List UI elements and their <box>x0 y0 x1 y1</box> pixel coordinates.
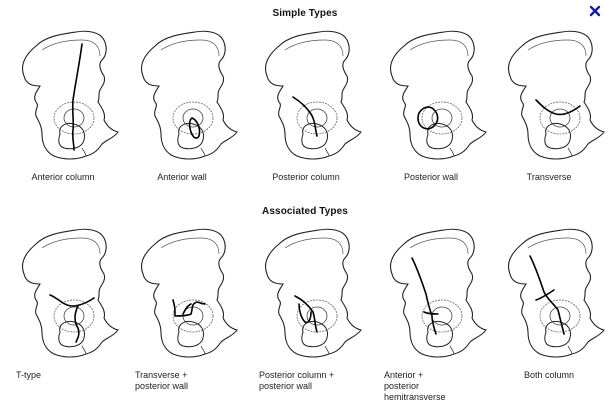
pelvis-outline <box>391 31 487 159</box>
figure-caption: Anterior wall <box>157 172 207 182</box>
figure-caption: Posterior column <box>272 172 340 182</box>
figure-anterior-wall: Anterior wall <box>121 20 243 210</box>
figure-caption: T-type <box>16 370 42 380</box>
pelvis-diagram-anterior-posterior-hemitransverse <box>370 218 492 368</box>
fracture-line <box>49 294 95 343</box>
figure-caption: Posterior wall <box>403 172 459 182</box>
pelvis-diagram-anterior-column <box>2 20 124 170</box>
figure-posterior-wall: Posterior wall <box>370 20 492 210</box>
fracture-line <box>535 99 581 116</box>
pelvis-diagram-posterior-column-posterior-wall <box>245 218 367 368</box>
fracture-line <box>71 43 83 151</box>
pelvis-outline <box>509 229 605 357</box>
figure-transverse-posterior-wall: Transverse + posterior wall <box>121 218 243 408</box>
fracture-line <box>411 257 439 335</box>
section-title-simple-types: Simple Types <box>272 8 338 19</box>
figure-posterior-column-posterior-wall: Posterior column + posterior wall <box>245 218 367 408</box>
fracture-line <box>188 117 201 139</box>
figure-caption: Posterior column + posterior wall <box>259 370 335 391</box>
pelvis-outline <box>391 229 487 357</box>
close-icon <box>589 5 601 17</box>
fracture-line <box>292 96 318 137</box>
figure-t-type: T-type <box>2 218 124 408</box>
pelvis-outline <box>266 31 362 159</box>
pelvis-diagram-posterior-wall <box>370 20 492 170</box>
fracture-line <box>294 295 318 333</box>
associated-types-row: T-type Transverse + posterior wall Posteri… <box>0 218 610 408</box>
fracture-line <box>172 299 206 317</box>
figure-both-column: Both column <box>488 218 610 408</box>
pelvis-diagram-transverse-posterior-wall <box>121 218 243 368</box>
figure-anterior-column: Anterior column <box>2 20 124 210</box>
fracture-line <box>529 255 565 335</box>
pelvis-outline <box>23 229 119 357</box>
figure-caption: Transverse + posterior wall <box>135 370 189 391</box>
pelvis-diagram-t-type <box>2 218 124 368</box>
pelvis-outline <box>509 31 605 159</box>
pelvis-outline <box>142 229 238 357</box>
pelvis-diagram-transverse <box>488 20 610 170</box>
pelvis-diagram-posterior-column <box>245 20 367 170</box>
figure-caption: Anterior column <box>31 172 95 182</box>
figure-anterior-posterior-hemitransverse: Anterior + posterior hemitransverse <box>370 218 492 408</box>
figure-caption: Transverse <box>526 172 572 182</box>
fracture-line <box>417 106 439 130</box>
simple-types-row: Anterior column Anterior wall Posterior co… <box>0 20 610 210</box>
figure-caption: Both column <box>523 370 575 380</box>
figure-transverse: Transverse <box>488 20 610 210</box>
figure-caption: Anterior + posterior hemitransverse <box>384 370 446 402</box>
pelvis-diagram-both-column <box>488 218 610 368</box>
pelvis-outline <box>266 229 362 357</box>
section-title-associated-types: Associated Types <box>262 206 348 217</box>
pelvis-outline <box>23 31 119 159</box>
figure-posterior-column: Posterior column <box>245 20 367 210</box>
pelvis-outline <box>142 31 238 159</box>
pelvis-diagram-anterior-wall <box>121 20 243 170</box>
close-button[interactable] <box>586 2 604 20</box>
